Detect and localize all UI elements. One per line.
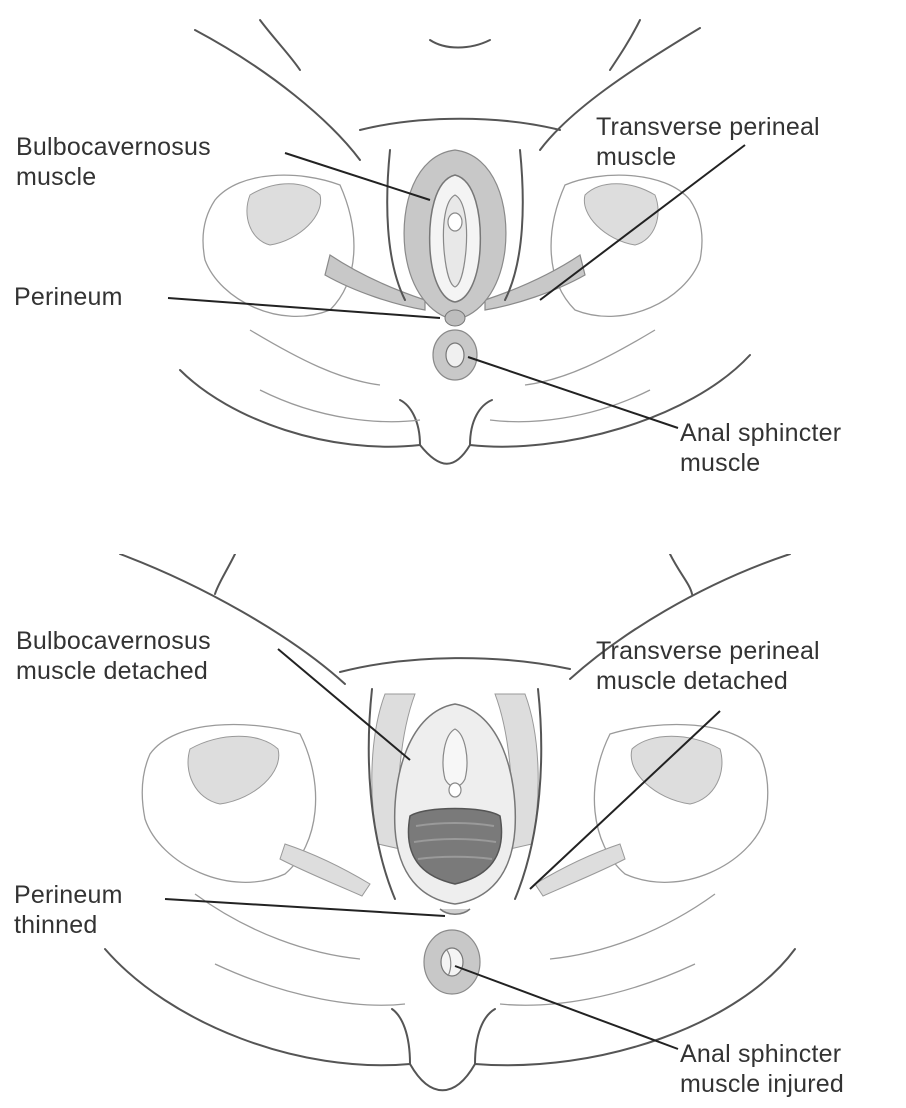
label-transverse-perineal-muscle: Transverse perineal muscle — [596, 112, 820, 172]
label-anal-sphincter-muscle: Anal sphincter muscle — [680, 418, 841, 478]
damaged-perineum-panel: Bulbocavernosus muscle detached Transver… — [0, 554, 906, 1108]
label-perineum-thinned: Perineum thinned — [14, 880, 123, 940]
normal-perineum-panel: Bulbocavernosus muscle Transverse perine… — [0, 0, 906, 554]
label-transverse-perineal-muscle-detached: Transverse perineal muscle detached — [596, 636, 820, 696]
label-anal-sphincter-muscle-injured: Anal sphincter muscle injured — [680, 1039, 844, 1099]
anal-sphincter-injured-leader-line — [455, 966, 678, 1049]
perineum-thinned-leader-line — [165, 899, 445, 916]
anal-sphincter-leader-line — [468, 357, 678, 428]
label-bulbocavernosus-muscle: Bulbocavernosus muscle — [16, 132, 211, 192]
label-perineum: Perineum — [14, 282, 123, 312]
label-bulbocavernosus-muscle-detached: Bulbocavernosus muscle detached — [16, 626, 211, 686]
